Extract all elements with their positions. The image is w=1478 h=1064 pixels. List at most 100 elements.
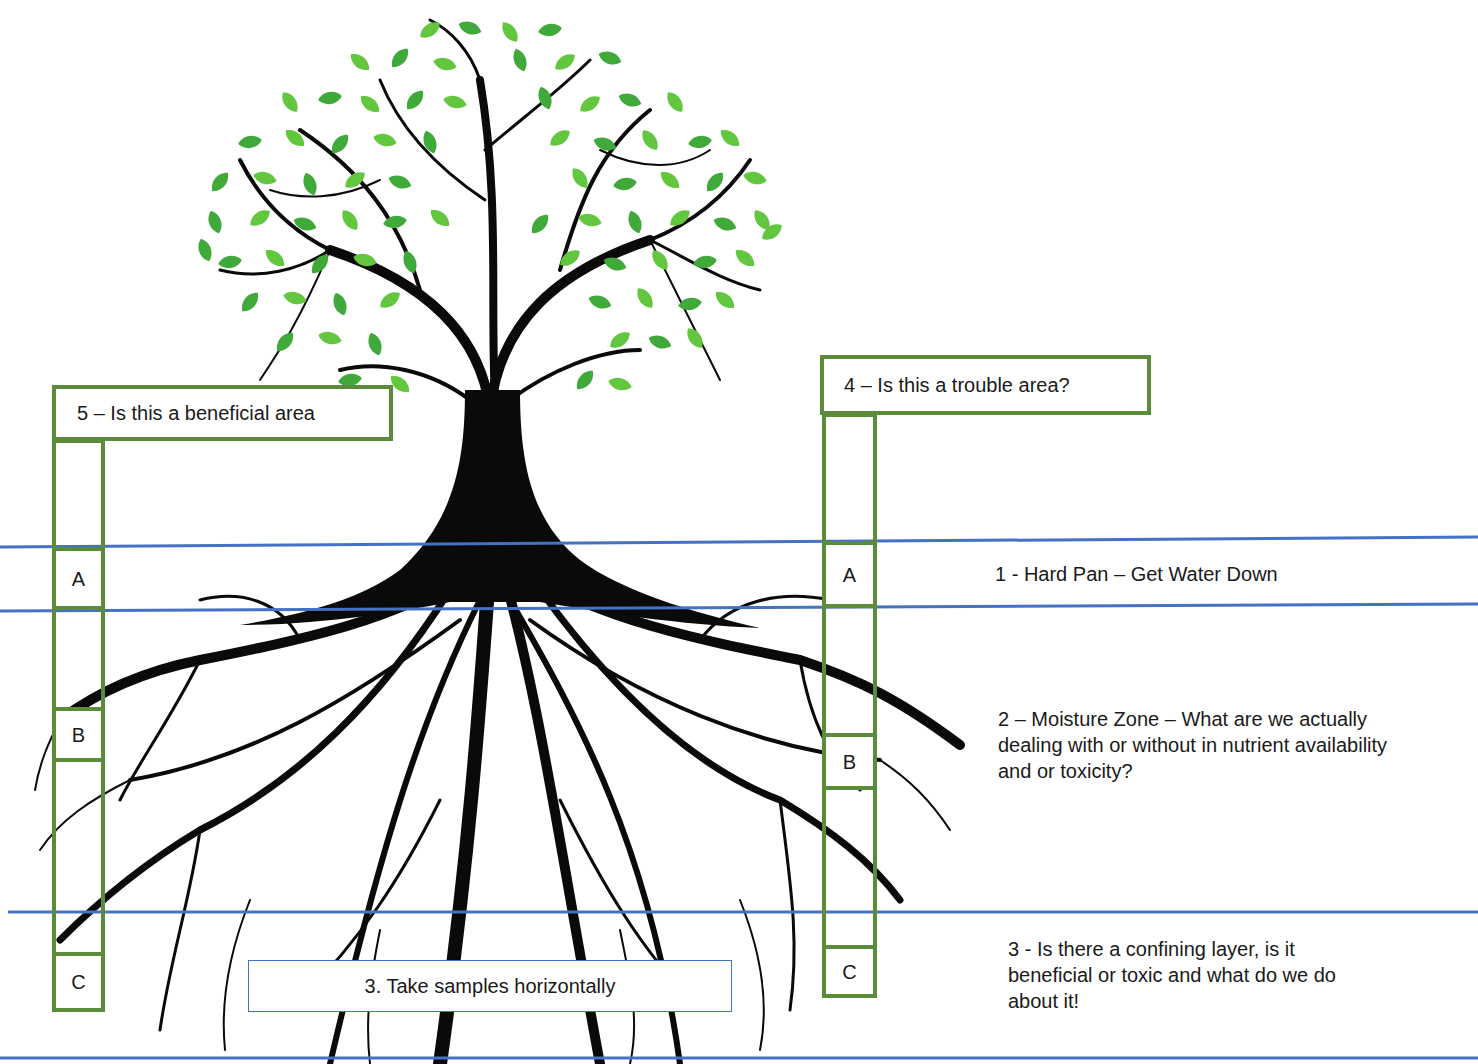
zone-note: 3 - Is there a confining layer, is it be… [1008, 936, 1380, 1014]
leaf [382, 214, 408, 230]
branch [560, 110, 650, 270]
leaf [308, 251, 333, 277]
leaf [357, 92, 383, 117]
leaf [365, 331, 384, 358]
leaf [683, 325, 707, 352]
leaf [403, 87, 428, 113]
box-text: A [843, 563, 856, 587]
sample-box: B [52, 707, 105, 762]
leaf [278, 89, 302, 116]
leaf [732, 246, 758, 271]
leaf [352, 251, 378, 269]
leaf [602, 254, 629, 273]
sample-box: A [822, 541, 877, 608]
leaf [317, 90, 343, 106]
leaf [400, 249, 419, 276]
layer-line [0, 537, 1478, 547]
leaf [205, 209, 224, 236]
leaf [498, 19, 522, 46]
sample-box: A [52, 547, 105, 610]
branch [490, 240, 650, 410]
leaf [282, 126, 308, 151]
leaf [742, 169, 768, 187]
leaf [457, 18, 484, 37]
box-text: 5 – Is this a beneficial area [77, 401, 315, 425]
root [740, 900, 764, 1050]
tree-roots [35, 560, 960, 1064]
leaf [568, 165, 592, 192]
leaf [417, 18, 444, 42]
branch [480, 80, 495, 400]
leaf [607, 375, 633, 393]
branch [600, 150, 710, 165]
layer-line [0, 1057, 1478, 1060]
leaf [342, 168, 369, 192]
box-text: A [72, 567, 85, 591]
leaf [528, 211, 553, 237]
leaf [238, 289, 263, 315]
leaf [687, 134, 713, 150]
box-text: 4 – Is this a trouble area? [844, 373, 1070, 397]
question-box: 5 – Is this a beneficial area [52, 385, 393, 441]
sample-box: C [52, 952, 105, 1012]
box-text: 3. Take samples horizontally [365, 974, 616, 998]
soil-layer-lines [0, 537, 1478, 1058]
leaf [510, 47, 529, 74]
leaf [535, 85, 554, 112]
leaf [217, 254, 243, 270]
leaf [237, 134, 263, 150]
root [540, 590, 900, 900]
root [160, 830, 200, 1030]
root [780, 800, 794, 1010]
sample-box: B [822, 733, 877, 790]
leaf [547, 126, 574, 150]
leaf [657, 168, 683, 193]
leaf [592, 134, 619, 153]
sample-columns [54, 415, 875, 1010]
leaf [328, 131, 353, 157]
layer-line [8, 911, 1478, 914]
leaf [625, 209, 644, 236]
leaf [372, 131, 398, 149]
leaf [712, 214, 739, 233]
tree-leaves [195, 18, 785, 396]
sample-column [824, 415, 875, 996]
tree-branches [220, 20, 760, 410]
box-text: C [71, 970, 85, 994]
leaf [647, 332, 674, 351]
leaf [612, 176, 638, 192]
zone-note: 1 - Hard Pan – Get Water Down [995, 561, 1445, 587]
leaf [677, 296, 703, 312]
branch [240, 160, 330, 250]
leaf [387, 172, 414, 191]
leaf [577, 211, 603, 229]
leaf [537, 22, 563, 38]
leaf [442, 93, 468, 111]
leaf [557, 246, 584, 270]
box-text: B [843, 750, 856, 774]
leaf [420, 129, 439, 156]
leaf [282, 289, 308, 307]
root [200, 596, 300, 640]
leaf [247, 206, 274, 230]
leaf [597, 48, 624, 67]
leaf [617, 90, 644, 109]
instruction-box: 3. Take samples horizontally [248, 960, 732, 1012]
branch [510, 350, 640, 400]
root [224, 900, 250, 1050]
leaf [717, 126, 743, 151]
leaf [663, 89, 687, 116]
leaf [317, 329, 343, 347]
leaf [195, 237, 214, 264]
leaf [388, 45, 413, 71]
branch [380, 80, 485, 200]
leaf [347, 50, 373, 75]
leaf [633, 285, 657, 312]
leaf [638, 127, 662, 154]
branch [300, 130, 420, 290]
layer-line [0, 604, 1478, 611]
leaf [427, 206, 453, 231]
leaf [703, 169, 728, 195]
